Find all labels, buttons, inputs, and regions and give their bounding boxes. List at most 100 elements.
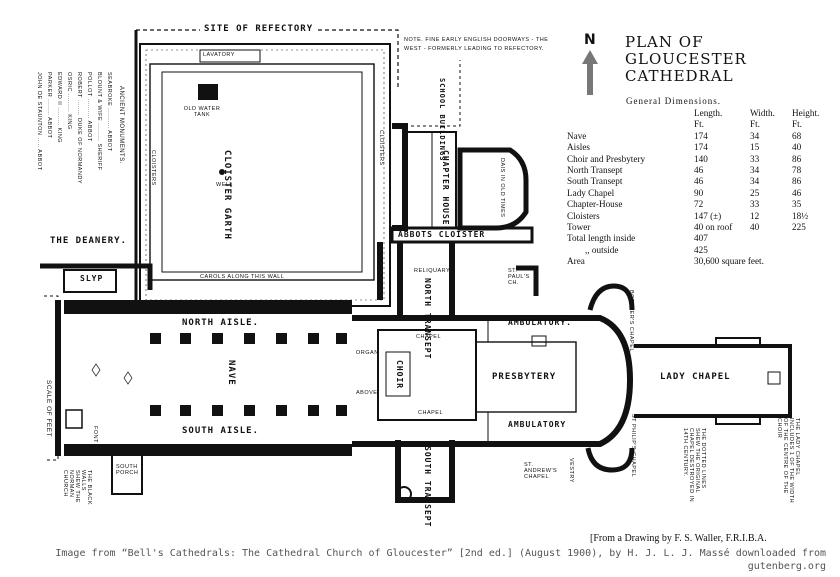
source-caption: Image from “Bell's Cathedrals: The Cathe… <box>55 548 826 572</box>
dimension-length: 147 (±) <box>694 210 722 221</box>
dimension-width: 12 <box>750 210 760 221</box>
title-line-1: PLAN OF <box>625 33 704 51</box>
dimension-row: ,, outside 425 <box>565 245 828 256</box>
dimension-height: 78 <box>792 165 802 176</box>
dimension-length: 40 on roof <box>694 222 733 233</box>
label-school-buildings: SCHOOL BUILDINGS <box>438 78 446 162</box>
header-height: Height. <box>792 108 820 118</box>
dimension-name: Choir and Presbytery <box>567 153 646 164</box>
dimension-height: 46 <box>792 187 802 198</box>
dimension-width: 33 <box>750 153 760 164</box>
label-chapter-house: CHAPTER HOUSE <box>441 150 450 226</box>
dimension-length: 174 <box>694 142 708 153</box>
dimension-length: 46 <box>694 165 704 176</box>
dimension-width: 34 <box>750 176 760 187</box>
dimension-height: 225 <box>792 222 806 233</box>
radiating-chapels <box>516 265 635 473</box>
label-refectory: SITE OF REFECTORY <box>200 24 318 34</box>
nave-walls <box>44 295 352 495</box>
label-norman-walls: THE BLACK WALLS SHEW THE NORMAN CHURCH <box>62 470 92 506</box>
dimension-height: 35 <box>792 199 802 210</box>
label-north-aisle: NORTH AISLE. <box>182 318 260 328</box>
dimension-height: 40 <box>792 142 802 153</box>
dimension-length: 72 <box>694 199 704 210</box>
plan-title: PLAN OF GLOUCESTER CATHEDRAL <box>625 34 747 85</box>
label-chapel-north: CHAPEL <box>416 334 442 340</box>
dimension-width: 15 <box>750 142 760 153</box>
label-south-porch: SOUTH PORCH <box>116 464 139 476</box>
north-arrow <box>582 50 598 95</box>
unit-width: Ft. <box>750 119 760 130</box>
cloister-walls <box>139 43 391 307</box>
north-label: N <box>584 32 596 48</box>
label-st-philips-chapel: ST PHILIP'S CHAPEL <box>630 414 636 478</box>
header-length: Length. <box>694 108 723 118</box>
dimension-name: Area <box>567 256 585 267</box>
label-slype: SLYP <box>80 274 104 283</box>
dimension-height: 86 <box>792 176 802 187</box>
monument-item: PARKER ........ ABBOT <box>46 72 52 139</box>
label-dotted-lines-note: THE DOTTED LINES SHEW THE ORIGINAL CHAPE… <box>682 428 706 503</box>
label-cloisters-west: CLOISTERS <box>150 150 156 186</box>
label-cloister-garth: CLOISTER GARTH <box>222 150 232 240</box>
north-transept <box>397 242 455 318</box>
dimension-row: South Transept 46 34 86 <box>565 176 828 187</box>
label-above: ABOVE <box>356 390 378 396</box>
label-st-pauls: ST. PAUL'S CH. <box>508 268 530 286</box>
dimensions-header-row: Length. Width. Height. <box>565 108 828 119</box>
lady-chapel-walls <box>634 337 792 425</box>
abbots-cloister <box>377 226 534 300</box>
monument-item: ROBERT ........ DUKE OF NORMANDY <box>76 72 82 185</box>
label-font: FONT <box>92 426 98 443</box>
label-reliquary: RELIQUARY <box>414 268 451 274</box>
label-cloisters-east: CLOISTERS <box>378 130 384 166</box>
choir-presbytery <box>352 315 634 447</box>
dimension-name: Lady Chapel <box>567 187 615 198</box>
dimension-length: 46 <box>694 176 704 187</box>
dimension-height: 18½ <box>792 210 809 221</box>
dimension-name: Nave <box>567 130 587 141</box>
unit-height: Ft. <box>792 119 802 130</box>
dimension-length: 140 <box>694 153 708 164</box>
label-abbots-cloister: ABBOTS CLOISTER <box>398 230 486 239</box>
dimension-name: Tower <box>567 222 591 233</box>
label-north-transept: NORTH TRANSEPT <box>423 278 432 360</box>
general-dimensions-heading: General Dimensions. <box>626 96 721 106</box>
label-lady-chapel: LADY CHAPEL <box>660 372 731 382</box>
dimension-name: ,, outside <box>585 244 619 255</box>
header-width: Width. <box>750 108 775 118</box>
label-carols: CAROLS ALONG THIS WALL <box>200 274 285 280</box>
label-ancient-monuments: ANCIENT MONUMENTS. <box>118 86 124 164</box>
dimension-name: Cloisters <box>567 210 600 221</box>
dimension-width: 33 <box>750 199 760 210</box>
label-chapel-south: CHAPEL <box>418 410 444 416</box>
monument-item: OSRIC ......... KING <box>66 72 72 130</box>
dimension-name: South Transept <box>567 176 623 187</box>
monument-item: BLOUNT & WIFE ......... SHERIFF <box>96 72 102 171</box>
label-well: WELL <box>216 182 233 188</box>
chapter-house <box>392 60 529 231</box>
label-south-aisle: SOUTH AISLE. <box>182 426 260 436</box>
dimension-row: Cloisters 147 (±) 12 18½ <box>565 211 828 222</box>
label-water-tank: OLD WATER TANK <box>183 106 221 118</box>
label-lady-chapel-note: THE LADY CHAPEL INCLUDES 1 OF THE WIDTH … <box>776 418 800 504</box>
dimensions-table: Length. Width. Height. Ft. Ft. Ft. Nave 1… <box>565 108 828 268</box>
dimension-length: 425 <box>694 244 708 255</box>
dimension-name: Total length inside <box>567 233 636 244</box>
label-presbytery: PRESBYTERY <box>492 372 557 382</box>
monument-item: EDWARD II ......... KING <box>56 72 62 144</box>
refectory-outline <box>135 29 399 90</box>
label-organ: ORGAN <box>356 350 379 356</box>
dimension-width: 25 <box>750 187 760 198</box>
unit-length: Ft. <box>694 119 704 130</box>
dimension-height: 68 <box>792 130 802 141</box>
monument-item: POLLOT .......... ABBOT <box>86 72 92 142</box>
dimension-name: North Transept <box>567 165 623 176</box>
